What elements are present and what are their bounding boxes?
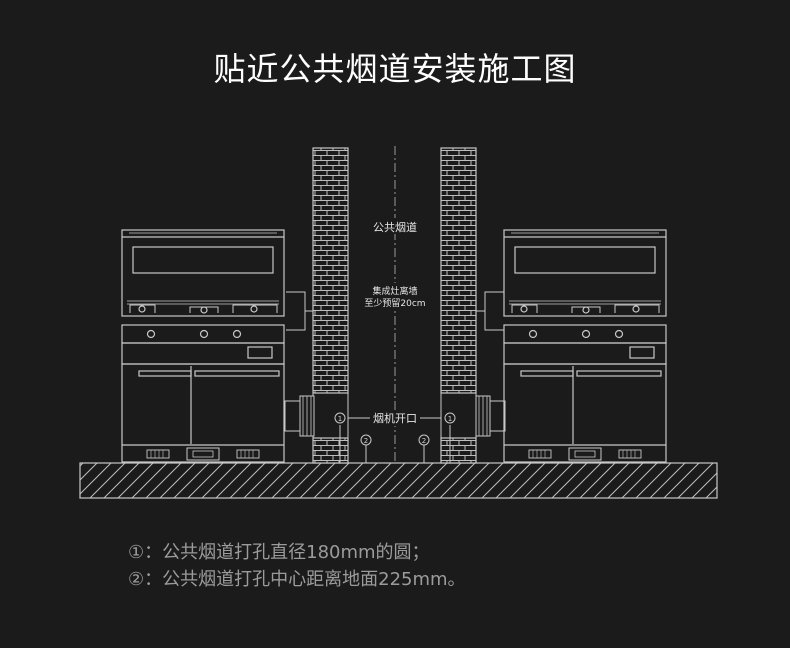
hood-box bbox=[121, 229, 285, 317]
marker-2-left: 2 bbox=[360, 434, 372, 446]
opening-leaders bbox=[339, 417, 451, 463]
marker-2-right: 2 bbox=[418, 434, 430, 446]
floor-slab bbox=[79, 462, 718, 499]
flue-wall-right bbox=[440, 147, 506, 464]
burner-right bbox=[614, 304, 660, 313]
vent-center bbox=[568, 447, 602, 461]
display-panel bbox=[629, 346, 655, 359]
burner-middle bbox=[189, 306, 219, 314]
burner-right bbox=[232, 304, 278, 313]
drawer-handle-right bbox=[194, 370, 280, 377]
marker-2-label: 2 bbox=[364, 437, 368, 445]
brick-column-right bbox=[440, 147, 477, 394]
cabinet-body bbox=[503, 342, 667, 365]
knob-3 bbox=[614, 329, 624, 339]
exhaust-pipe-right bbox=[489, 400, 506, 432]
opening-label: 烟机开口 bbox=[373, 411, 417, 425]
cabinet-body bbox=[121, 342, 285, 365]
vent-right bbox=[236, 449, 260, 459]
hood-box bbox=[503, 229, 667, 317]
burner-left bbox=[511, 304, 538, 313]
control-strip bbox=[503, 324, 667, 344]
vent-left bbox=[146, 449, 170, 459]
marker-1-label: 1 bbox=[448, 415, 452, 423]
marker-1-left: 1 bbox=[334, 412, 346, 424]
hood-panel bbox=[514, 246, 656, 274]
page-title: 贴近公共烟道安装施工图 bbox=[213, 50, 577, 88]
cabinet-lower bbox=[121, 363, 285, 463]
vent-right bbox=[618, 449, 642, 459]
marker-1-label: 1 bbox=[338, 415, 342, 423]
brick-base-right bbox=[440, 437, 477, 464]
note-hole-height: ②：公共烟道打孔中心距离地面225mm。 bbox=[128, 569, 466, 590]
knob-1 bbox=[146, 329, 156, 339]
clearance-label-line1: 集成灶离墙 bbox=[372, 285, 417, 297]
clearance-label-line2: 至少预留20cm bbox=[364, 297, 425, 309]
drawer-handle-left bbox=[138, 370, 192, 377]
burner-left bbox=[129, 304, 156, 313]
burner-middle bbox=[571, 306, 601, 314]
clearance-dimension bbox=[286, 291, 504, 331]
control-strip bbox=[121, 324, 285, 344]
integrated-stove-left bbox=[121, 229, 285, 463]
hood-panel bbox=[132, 246, 274, 274]
cabinet-lower bbox=[503, 363, 667, 463]
brick-column-left bbox=[312, 147, 349, 394]
flue-wall-left bbox=[284, 147, 349, 464]
vent-center bbox=[186, 447, 220, 461]
marker-2-label: 2 bbox=[422, 437, 426, 445]
flue-label: 公共烟道 bbox=[373, 220, 417, 234]
knob-2 bbox=[199, 329, 209, 339]
marker-1-right: 1 bbox=[444, 412, 456, 424]
brick-base-left bbox=[312, 437, 349, 464]
knob-1 bbox=[528, 329, 538, 339]
display-panel bbox=[247, 346, 273, 359]
knob-3 bbox=[232, 329, 242, 339]
knob-2 bbox=[581, 329, 591, 339]
note-hole-diameter: ①：公共烟道打孔直径180mm的圆； bbox=[128, 542, 430, 563]
drawer-handle-right bbox=[576, 370, 662, 377]
drawer-handle-left bbox=[520, 370, 574, 377]
integrated-stove-right bbox=[503, 229, 667, 463]
vent-left bbox=[528, 449, 552, 459]
exhaust-pipe-left bbox=[284, 400, 301, 432]
